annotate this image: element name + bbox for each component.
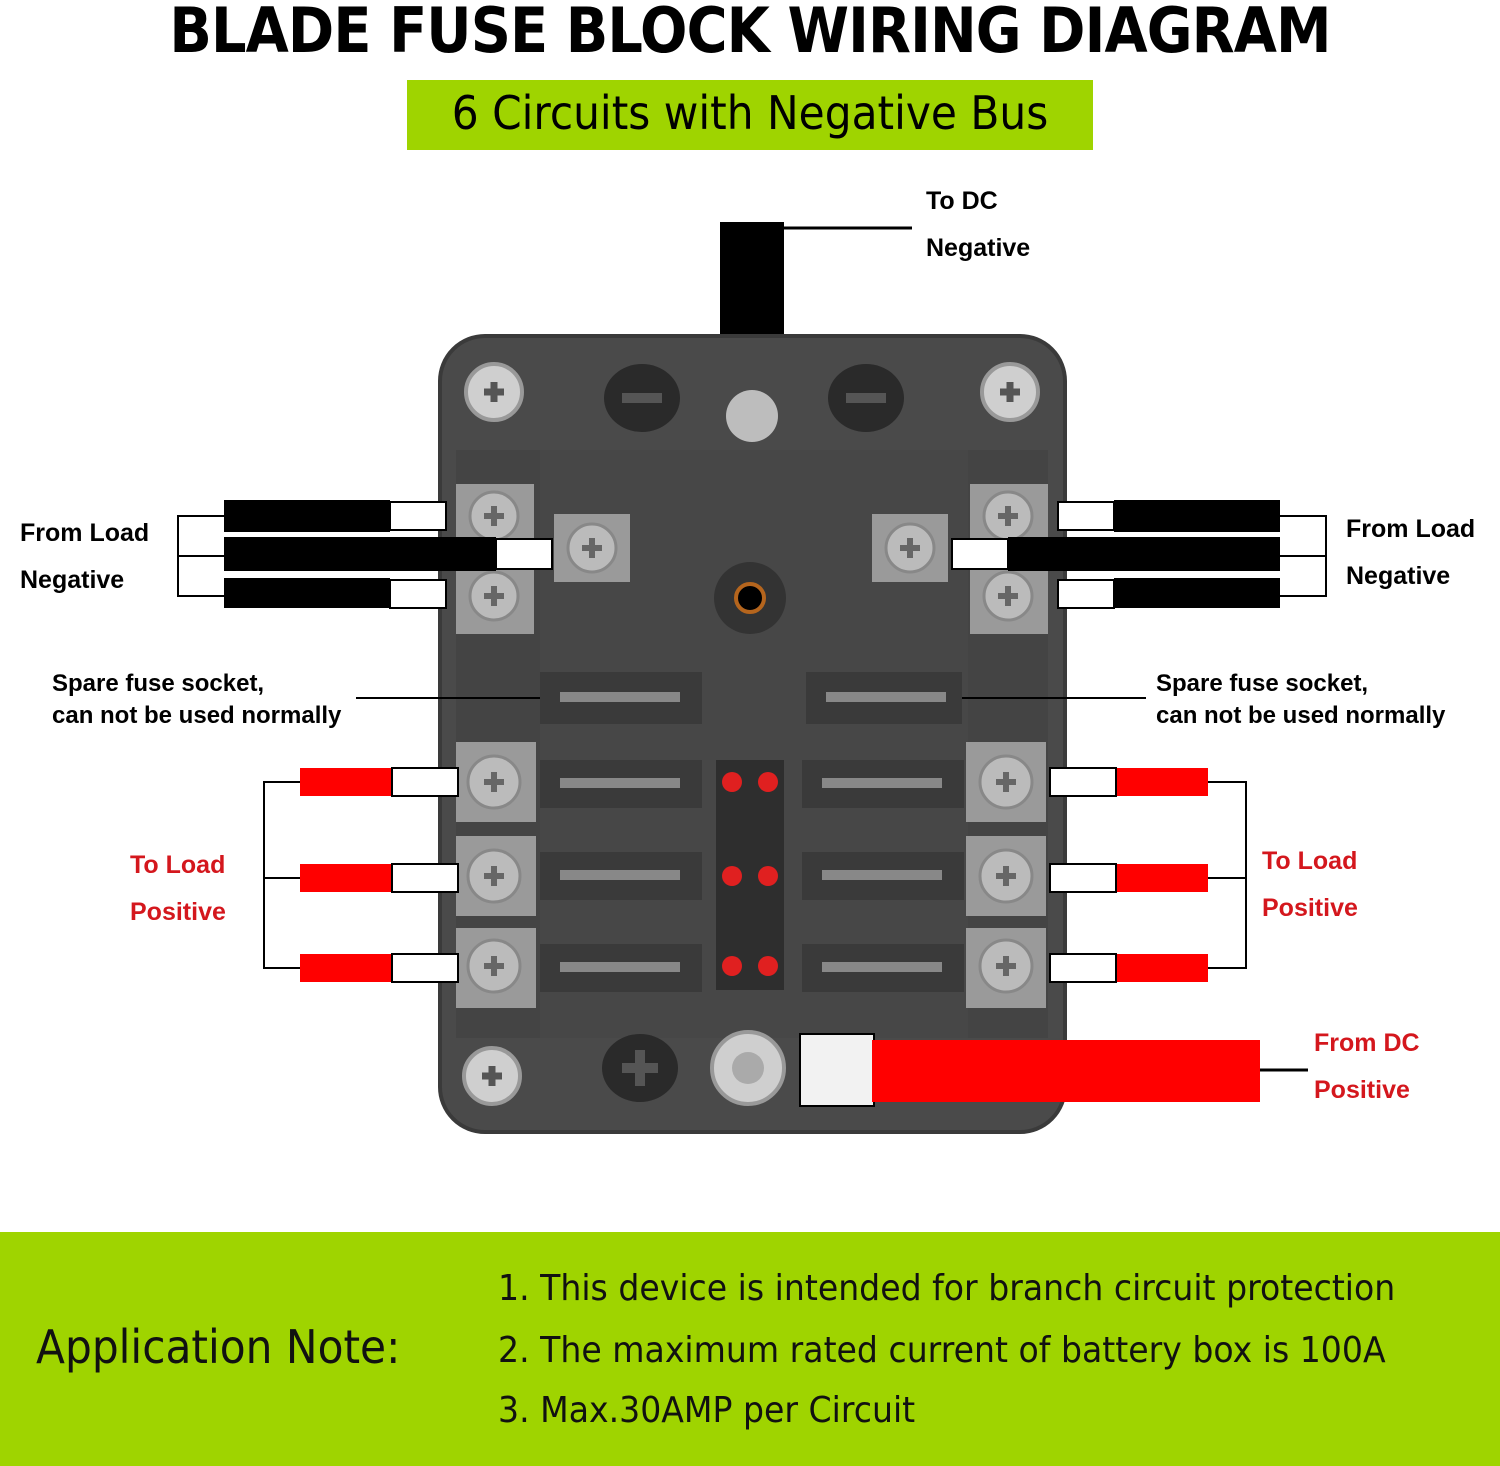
spare-socket-label-left: Spare fuse socket, can not be used norma…	[52, 670, 342, 729]
negative-symbol-left	[604, 364, 680, 432]
load-negative-bracket-right	[1280, 515, 1327, 597]
load-positive-bracket-left	[263, 781, 300, 969]
positive-terminals-right	[966, 742, 1046, 1008]
led-indicator	[722, 866, 742, 886]
dc-positive-label: From DC Positive	[1314, 1029, 1420, 1104]
spare-fuse-socket-left	[540, 672, 702, 724]
load-negative-wires-right	[951, 500, 1280, 609]
fuse-block-diagram	[177, 222, 1327, 1134]
negative-symbol-right	[828, 364, 904, 432]
mount-screw-top-left	[464, 362, 524, 422]
note-item: 1. This device is intended for branch ci…	[498, 1268, 1396, 1309]
subtitle: 6 Circuits with Negative Bus	[451, 86, 1049, 140]
dc-negative-label: To DC Negative	[926, 187, 1031, 262]
fuse-socket-1	[540, 760, 702, 808]
load-negative-label-left: From Load Negative	[20, 519, 150, 594]
load-positive-bracket-right	[1208, 781, 1247, 969]
load-positive-wires-right	[1049, 767, 1208, 983]
fuse-socket-5	[802, 852, 964, 900]
positive-terminals-left	[456, 742, 536, 1008]
fuse-socket-4	[802, 760, 964, 808]
dc-negative-wire	[720, 222, 784, 342]
load-positive-label-left: To Load Positive	[130, 851, 226, 926]
load-positive-wires-left	[300, 767, 459, 983]
load-negative-bracket-left	[177, 515, 224, 597]
led-indicator	[758, 866, 778, 886]
note-item: 2. The maximum rated current of battery …	[498, 1330, 1386, 1371]
page-title: BLADE FUSE BLOCK WIRING DIAGRAM	[169, 0, 1331, 67]
application-note-title: Application Note:	[36, 1320, 401, 1374]
application-note-panel: Application Note: 1. This device is inte…	[0, 1232, 1500, 1466]
load-negative-wires-left	[224, 500, 553, 609]
positive-bus-stud	[710, 1030, 786, 1106]
load-negative-label-right: From Load Negative	[1346, 515, 1476, 590]
mount-screw-top-right	[980, 362, 1040, 422]
dc-positive-wire	[872, 1040, 1260, 1102]
led-indicator	[722, 772, 742, 792]
mounting-hole	[714, 562, 786, 634]
led-indicator	[722, 956, 742, 976]
note-item: 3. Max.30AMP per Circuit	[498, 1390, 916, 1431]
spare-socket-label-right: Spare fuse socket, can not be used norma…	[1156, 670, 1446, 729]
fuse-socket-6	[802, 944, 964, 992]
negative-bus-stud	[726, 390, 778, 442]
fuse-socket-2	[540, 852, 702, 900]
subtitle-banner: 6 Circuits with Negative Bus	[407, 80, 1093, 150]
led-indicator	[758, 772, 778, 792]
load-positive-label-right: To Load Positive	[1262, 847, 1358, 922]
dc-positive-ferrule	[799, 1033, 875, 1107]
spare-fuse-socket-right	[806, 672, 962, 724]
led-indicator	[758, 956, 778, 976]
fuse-socket-3	[540, 944, 702, 992]
positive-symbol	[602, 1034, 678, 1102]
mount-screw-bottom-left	[462, 1046, 522, 1106]
